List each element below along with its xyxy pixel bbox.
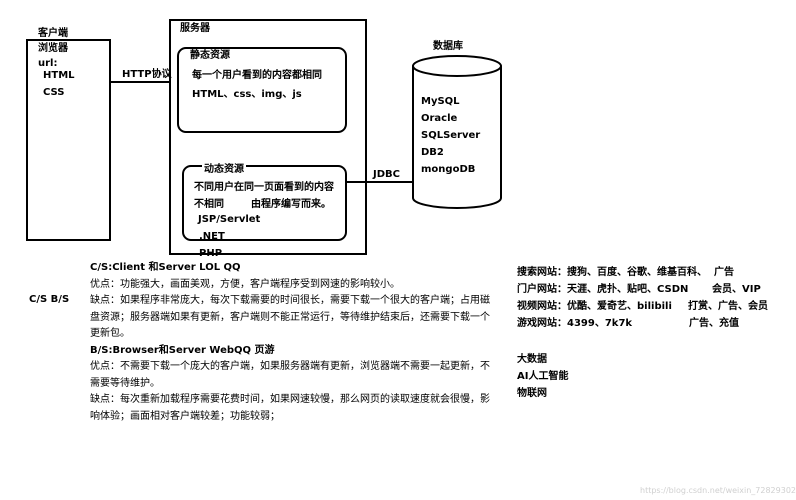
topic-iot: 物联网 [517, 388, 547, 399]
css-label: CSS [43, 87, 65, 98]
site-game-left: 游戏网站：4399、7k7k [517, 318, 633, 329]
cs-bs-label: C/S B/S [29, 294, 70, 305]
db-item-oracle: Oracle [421, 113, 458, 124]
watermark-text: https://blog.csdn.net/weixin_72829302 [640, 486, 796, 495]
bs-line-4: 响体验；画面相对客户端较差；功能较弱； [90, 410, 280, 422]
static-resource-box [177, 47, 347, 133]
browser-label: 浏览器 [38, 43, 68, 54]
cs-heading: C/S:Client 和Server LOL QQ [90, 262, 241, 273]
dynamic-resource-desc2a: 不相同 [194, 199, 224, 210]
site-video-left: 视频网站：优酷、爱奇艺、bilibili [517, 301, 672, 312]
bs-line-2: 需要等待维护。 [90, 377, 160, 389]
static-resource-title: 静态资源 [190, 50, 230, 61]
http-protocol-label: HTTP协议 [122, 69, 172, 80]
client-title: 客户端 [38, 28, 68, 39]
cs-line-3: 盘资源；服务器端如果有更新，客户端则不能正常运行，等待维护结束后，还需要下载一个 [90, 311, 490, 323]
static-resource-types: HTML、css、img、js [192, 89, 302, 100]
topic-ai: AI人工智能 [517, 371, 569, 382]
cs-line-1: 优点：功能强大，画面美观，方便，客户端程序受到网速的影响较小。 [90, 278, 400, 290]
db-item-sqlserver: SQLServer [421, 130, 481, 141]
dynamic-resource-title: 动态资源 [202, 163, 246, 177]
cs-line-4: 更新包。 [90, 328, 130, 339]
client-box [26, 39, 111, 241]
tech-php: PHP [199, 248, 223, 259]
jdbc-label: JDBC [373, 169, 400, 180]
db-item-mongodb: mongoDB [421, 164, 476, 175]
site-search-left: 搜索网站：搜狗、百度、谷歌、维基百科、 [517, 267, 707, 278]
bs-line-1: 优点：不需要下载一个庞大的客户端，如果服务器端有更新，浏览器端不需要一起更新，不 [90, 361, 490, 372]
server-box [169, 19, 367, 255]
db-item-db2: DB2 [421, 147, 444, 158]
dynamic-resource-box [182, 165, 347, 241]
cs-bs-explanation: C/S:Client 和Server LOL QQ 优点：功能强大，画面美观，方… [90, 260, 510, 425]
server-title: 服务器 [180, 23, 210, 34]
tech-jsp-servlet: JSP/Servlet [198, 214, 261, 225]
topic-big-data: 大数据 [517, 354, 547, 365]
bs-line-3: 缺点：每次重新加载程序需要花费时间，如果网速较慢，那么网页的读取速度就会很慢，影 [90, 394, 490, 405]
url-label: url: [38, 58, 58, 69]
cs-line-2: 缺点：如果程序非常庞大，每次下载需要的时间很长，需要下载一个很大的客户端；占用磁 [90, 295, 490, 306]
database-cylinder [412, 55, 502, 209]
tech-dotnet: .NET [199, 231, 225, 242]
dynamic-resource-desc2b: 由程序编写而来。 [251, 199, 331, 210]
site-game-right: 广告、充值 [689, 318, 739, 329]
site-portal-right: 会员、VIP [712, 284, 761, 295]
bs-heading: B/S:Browser和Server WebQQ 页游 [90, 344, 275, 356]
site-portal-left: 门户网站：天涯、虎扑、贴吧、CSDN [517, 284, 689, 295]
site-search-right: 广告 [714, 267, 734, 278]
site-video-right: 打赏、广告、会员 [688, 301, 768, 312]
db-item-mysql: MySQL [421, 96, 460, 107]
static-resource-desc: 每一个用户看到的内容都相同 [192, 70, 322, 81]
dynamic-resource-desc1: 不同用户在同一页面看到的内容 [194, 182, 334, 193]
html-label: HTML [43, 70, 75, 81]
database-title: 数据库 [433, 41, 463, 52]
